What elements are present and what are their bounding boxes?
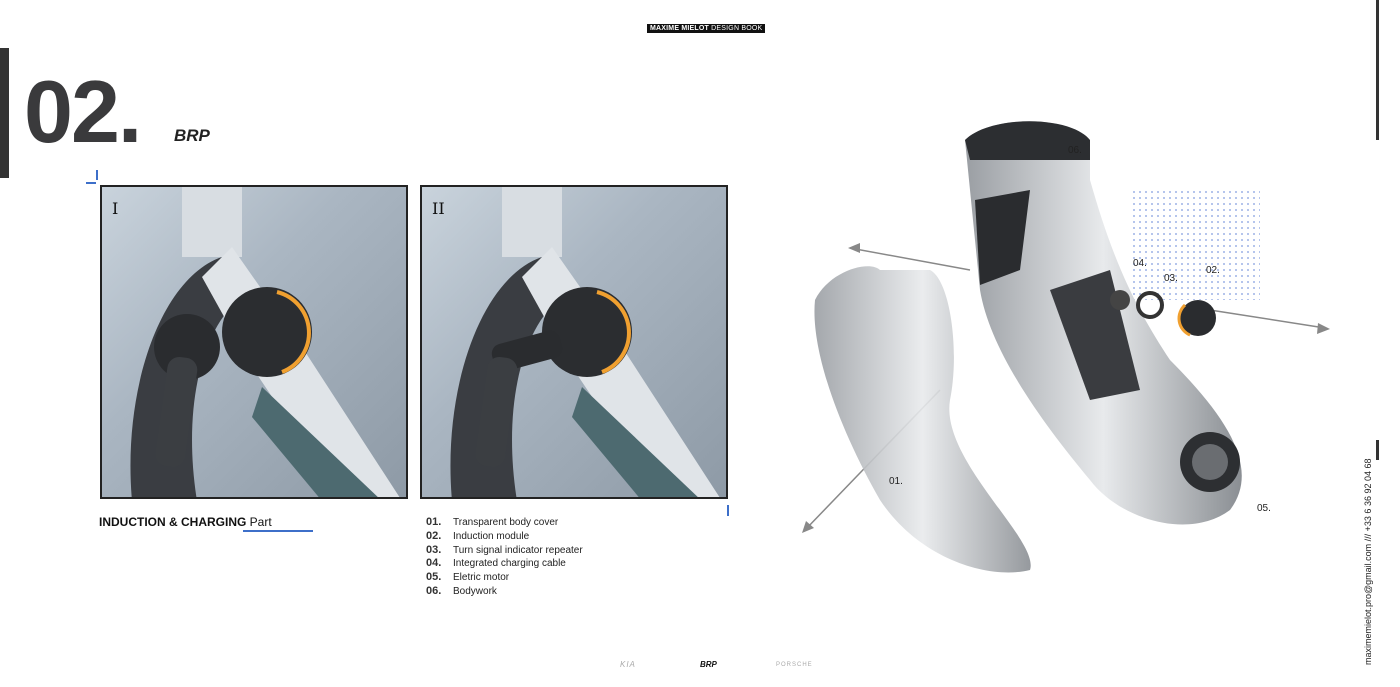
- exploded-view-render-image: [802, 121, 1330, 573]
- part-label: Eletric motor: [453, 572, 510, 584]
- part-label: Integrated charging cable: [453, 558, 566, 570]
- contact-info: maximemielot.pro@gmail.com /// +33 6 36 …: [1363, 458, 1373, 666]
- callout-04: 04.: [1133, 258, 1147, 269]
- porsche-logo: PORSCHE: [776, 662, 813, 668]
- list-item: 03. Turn signal indicator repeater: [426, 544, 583, 558]
- callout-06: 06.: [1068, 145, 1082, 156]
- charging-plug-render-image: [450, 187, 720, 497]
- part-number: 06.: [426, 584, 442, 597]
- right-accent-bar: [1376, 440, 1379, 460]
- part-number: 04.: [426, 557, 442, 570]
- callout-05: 05.: [1257, 503, 1271, 514]
- callout-02: 02.: [1206, 265, 1220, 276]
- left-accent-bar: [0, 48, 9, 178]
- list-item: 02. Induction module: [426, 530, 583, 544]
- render-panel-1: I: [100, 185, 408, 499]
- section-title-light: Part: [249, 515, 272, 529]
- corner-mark: [86, 182, 96, 184]
- section-title: INDUCTION & CHARGING Part: [99, 515, 272, 529]
- corner-mark: [96, 170, 98, 180]
- author-name: MAXIME MIELOT: [650, 25, 709, 32]
- title-underline: [243, 530, 313, 532]
- list-item: 04. Integrated charging cable: [426, 557, 583, 571]
- panel-label: I: [112, 199, 119, 218]
- callout-01: 01.: [889, 476, 903, 487]
- book-title: DESIGN BOOK: [711, 25, 763, 32]
- part-label: Turn signal indicator repeater: [453, 544, 583, 556]
- part-number: 02.: [426, 529, 442, 542]
- right-accent-bar: [1376, 0, 1379, 140]
- part-label: Transparent body cover: [453, 517, 559, 528]
- list-item: 06. Bodywork: [426, 585, 583, 599]
- corner-mark: [727, 505, 729, 516]
- part-number: 01.: [426, 516, 442, 528]
- part-number: 05.: [426, 571, 442, 584]
- callout-03: 03.: [1164, 273, 1178, 284]
- render-panel-2: II: [420, 185, 728, 499]
- kia-logo: KIA: [620, 660, 636, 669]
- part-label: Bodywork: [453, 585, 497, 597]
- panel-label: II: [432, 199, 445, 218]
- section-title-bold: INDUCTION & CHARGING: [99, 515, 247, 529]
- brp-logo: BRP: [700, 660, 717, 669]
- list-item: 01. Transparent body cover: [426, 516, 583, 530]
- header-badge: MAXIME MIELOT DESIGN BOOK: [647, 24, 766, 33]
- list-item: 05. Eletric motor: [426, 571, 583, 585]
- chapter-name: BRP: [174, 126, 210, 145]
- part-number: 03.: [426, 543, 442, 556]
- parts-list: 01. Transparent body cover 02. Induction m…: [426, 516, 583, 599]
- charging-port-render-image: [130, 187, 400, 497]
- part-label: Induction module: [453, 530, 530, 542]
- chapter-number: 02.: [24, 62, 142, 161]
